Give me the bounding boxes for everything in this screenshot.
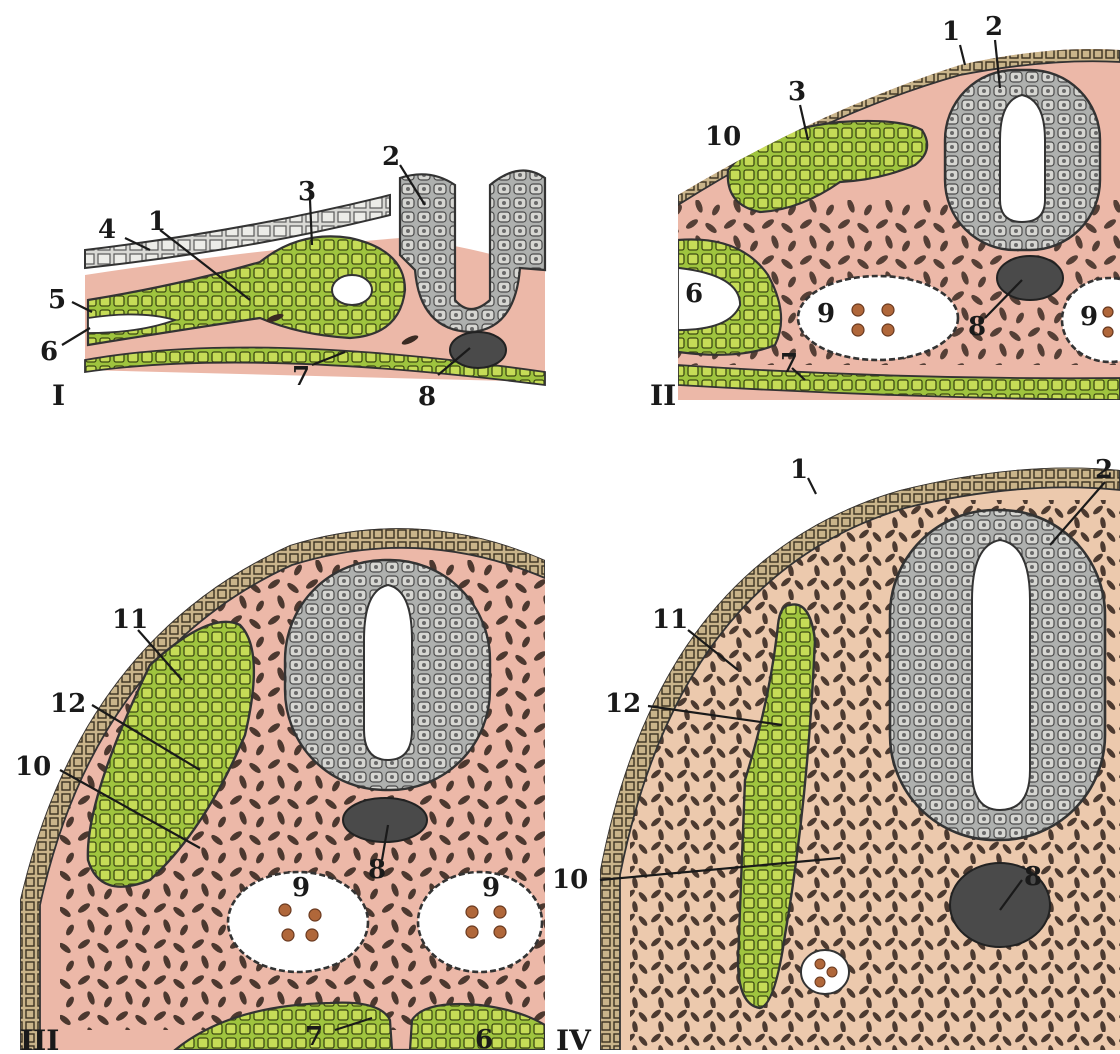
- label-iii-7: 7: [305, 1022, 323, 1052]
- panel-iv-vessel: [801, 950, 849, 994]
- label-iv-1: 1: [790, 455, 808, 485]
- label-i-4: 4: [98, 215, 116, 245]
- label-i-5: 5: [48, 285, 66, 315]
- label-i-3: 3: [298, 177, 316, 207]
- label-ii-6: 6: [685, 279, 703, 309]
- label-iv-10: 10: [552, 865, 588, 895]
- label-i-1: 1: [148, 207, 166, 237]
- label-iii-11: 11: [112, 605, 148, 635]
- label-i-7: 7: [292, 362, 310, 392]
- panel-iii-aorta-right: [418, 872, 542, 972]
- label-ii-9a: 9: [817, 299, 835, 329]
- label-ii-2: 2: [985, 12, 1003, 42]
- label-i-6: 6: [40, 337, 58, 367]
- label-iii-12: 12: [50, 689, 86, 719]
- panel-ii-notochord: [997, 256, 1063, 300]
- label-ii-10: 10: [705, 122, 741, 152]
- label-panel-iii: III: [20, 1024, 59, 1054]
- label-panel-i: I: [52, 379, 65, 412]
- label-iv-8: 8: [1024, 862, 1042, 892]
- label-i-8: 8: [418, 382, 436, 412]
- label-ii-7: 7: [780, 349, 798, 379]
- panel-ii-neural-canal: [1000, 95, 1045, 222]
- label-iii-8: 8: [368, 855, 386, 885]
- panel-iii-neural-canal: [364, 585, 412, 760]
- panel-i-notochord: [450, 332, 506, 368]
- label-panel-ii: II: [650, 379, 676, 412]
- label-iii-9a: 9: [292, 873, 310, 903]
- label-iii-9b: 9: [482, 873, 500, 903]
- label-ii-8: 8: [968, 312, 986, 342]
- panel-i-somite-cavity: [332, 275, 372, 305]
- label-iii-10: 10: [15, 752, 51, 782]
- label-panel-iv: IV: [556, 1024, 592, 1054]
- panel-iv: [600, 460, 1120, 1054]
- label-iv-11: 11: [652, 605, 688, 635]
- panel-iii-notochord: [343, 798, 427, 842]
- panel-iii: [20, 500, 550, 1054]
- label-ii-3: 3: [788, 77, 806, 107]
- label-ii-9b: 9: [1080, 302, 1098, 332]
- panel-ii: [678, 40, 1120, 400]
- panel-iv-neural-canal: [972, 540, 1030, 810]
- label-iv-12: 12: [605, 689, 641, 719]
- label-i-2: 2: [382, 142, 400, 172]
- label-iv-2: 2: [1095, 455, 1113, 485]
- label-iii-6: 6: [475, 1025, 493, 1054]
- label-ii-1: 1: [942, 17, 960, 47]
